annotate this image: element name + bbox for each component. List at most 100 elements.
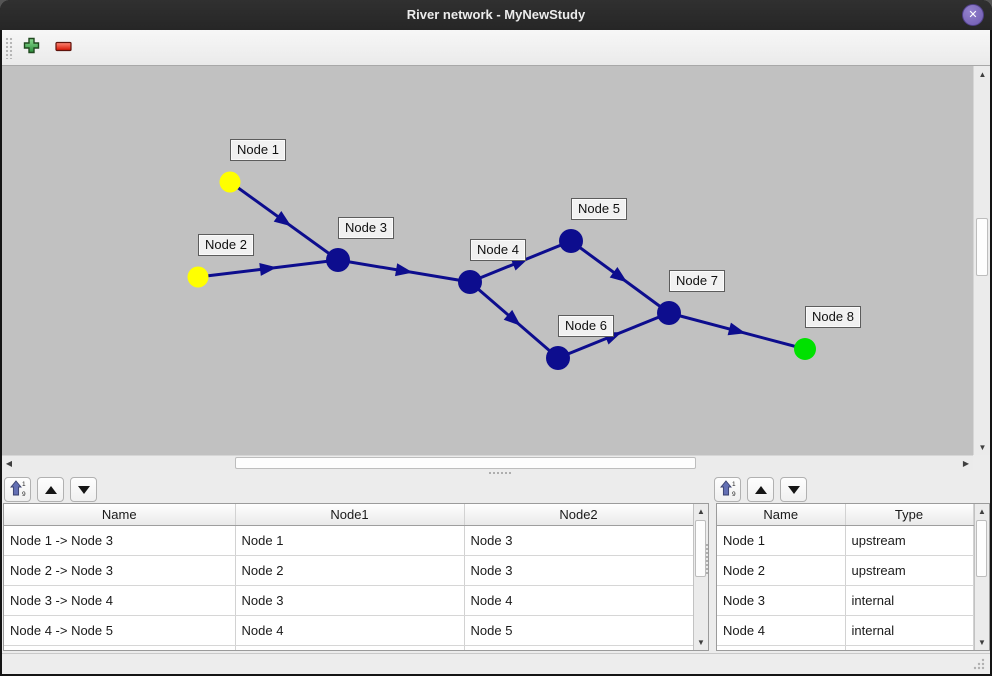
vertical-scroll-thumb[interactable]: [976, 520, 987, 577]
scroll-up-icon[interactable]: ▲: [978, 507, 986, 516]
move-down-button[interactable]: [70, 477, 97, 502]
edge-arrow-icon: [503, 309, 521, 326]
scroll-down-icon[interactable]: ▼: [697, 638, 705, 647]
resize-grip[interactable]: [972, 657, 986, 671]
graph-node-node-7[interactable]: [657, 301, 681, 325]
cell: Node 4 -> Node 5: [4, 615, 236, 646]
red-minus-icon: [54, 40, 72, 55]
cell: Node 2: [717, 555, 846, 586]
edge-arrow-icon: [727, 322, 746, 336]
column-header-name[interactable]: Name: [4, 504, 236, 526]
graph-node-node-6[interactable]: [546, 346, 570, 370]
up-arrow-icon: [44, 485, 57, 494]
cell: Node 1: [235, 525, 465, 556]
edge-arrow-icon: [609, 267, 628, 283]
horizontal-splitter[interactable]: [2, 470, 990, 475]
column-header-node1[interactable]: Node1: [235, 504, 465, 526]
up-arrow-icon: [754, 485, 767, 494]
branches-table-scrollbar[interactable]: ▲ ▼: [693, 504, 708, 650]
green-plus-icon: [23, 37, 40, 57]
graph-vertical-scrollbar[interactable]: ▲ ▼: [973, 66, 990, 455]
column-header-type[interactable]: Type: [845, 504, 974, 526]
sort-button[interactable]: 1 9: [4, 477, 31, 502]
remove-button[interactable]: [50, 34, 76, 60]
scroll-up-icon[interactable]: ▲: [697, 507, 705, 516]
edge-arrow-icon: [510, 258, 529, 271]
graph-node-node-5[interactable]: [559, 229, 583, 253]
cell: Node 3: [717, 585, 846, 616]
edge-arrow-icon: [395, 263, 413, 277]
move-up-button[interactable]: [747, 477, 774, 502]
cell: Node 3: [464, 525, 694, 556]
title-bar: River network - MyNewStudy ✕: [0, 0, 992, 30]
cell: Node 5: [464, 615, 694, 646]
column-header-node2[interactable]: Node2: [464, 504, 694, 526]
cell: Node 4: [235, 615, 465, 646]
scroll-down-icon[interactable]: ▼: [978, 442, 987, 452]
node-label: Node 6: [558, 315, 614, 337]
close-button[interactable]: ✕: [962, 4, 984, 26]
scroll-down-icon[interactable]: ▼: [978, 638, 986, 647]
cell: Node 2 -> Node 3: [4, 555, 236, 586]
move-up-button[interactable]: [37, 477, 64, 502]
svg-text:9: 9: [732, 491, 736, 497]
scroll-up-icon[interactable]: ▲: [978, 69, 987, 79]
tables-panel: 1 9 1 9: [2, 475, 990, 653]
window-title: River network - MyNewStudy: [406, 7, 586, 22]
scroll-right-icon[interactable]: ▶: [962, 459, 970, 468]
add-button[interactable]: [18, 34, 44, 60]
node-label: Node 8: [805, 306, 861, 328]
sort-button[interactable]: 1 9: [714, 477, 741, 502]
scroll-left-icon[interactable]: ◀: [5, 459, 13, 468]
graph-node-node-3[interactable]: [326, 248, 350, 272]
splitter-handle-icon: [488, 471, 512, 474]
close-icon: ✕: [968, 9, 978, 21]
edge-arrow-icon: [273, 211, 292, 227]
scrollbar-corner: [973, 455, 990, 470]
nodes-table-scrollbar[interactable]: ▲ ▼: [974, 504, 989, 650]
column-header-name[interactable]: Name: [717, 504, 846, 526]
graph-node-node-2[interactable]: [187, 266, 209, 288]
svg-text:1: 1: [732, 481, 736, 488]
cell: Node 3: [235, 585, 465, 616]
cell: Node 3 -> Node 4: [4, 585, 236, 616]
cell: Node 2: [235, 555, 465, 586]
vertical-splitter[interactable]: [705, 543, 710, 575]
sort-numeric-icon: 1 9: [9, 479, 27, 500]
move-down-button[interactable]: [780, 477, 807, 502]
graph-node-node-1[interactable]: [219, 171, 241, 193]
empty-row: [717, 645, 974, 650]
toolbar-drag-handle[interactable]: [5, 37, 13, 59]
graph-node-node-4[interactable]: [458, 270, 482, 294]
svg-text:9: 9: [22, 491, 26, 497]
graph-node-node-8[interactable]: [794, 338, 816, 360]
branches-table-toolbar: 1 9: [4, 477, 97, 502]
node-label: Node 2: [198, 234, 254, 256]
cell: Node 4: [464, 585, 694, 616]
node-label: Node 7: [669, 270, 725, 292]
cell: upstream: [845, 525, 974, 556]
empty-row: [4, 645, 694, 650]
main-toolbar: [2, 30, 990, 66]
cell: internal: [845, 615, 974, 646]
horizontal-scroll-thumb[interactable]: [235, 457, 696, 469]
cell: Node 1 -> Node 3: [4, 525, 236, 556]
cell: Node 3: [464, 555, 694, 586]
svg-text:1: 1: [22, 481, 26, 488]
node-label: Node 3: [338, 217, 394, 239]
vertical-scroll-thumb[interactable]: [976, 218, 988, 276]
node-label: Node 1: [230, 139, 286, 161]
graph-horizontal-scrollbar[interactable]: ◀ ▶: [2, 455, 973, 470]
cell: internal: [845, 585, 974, 616]
